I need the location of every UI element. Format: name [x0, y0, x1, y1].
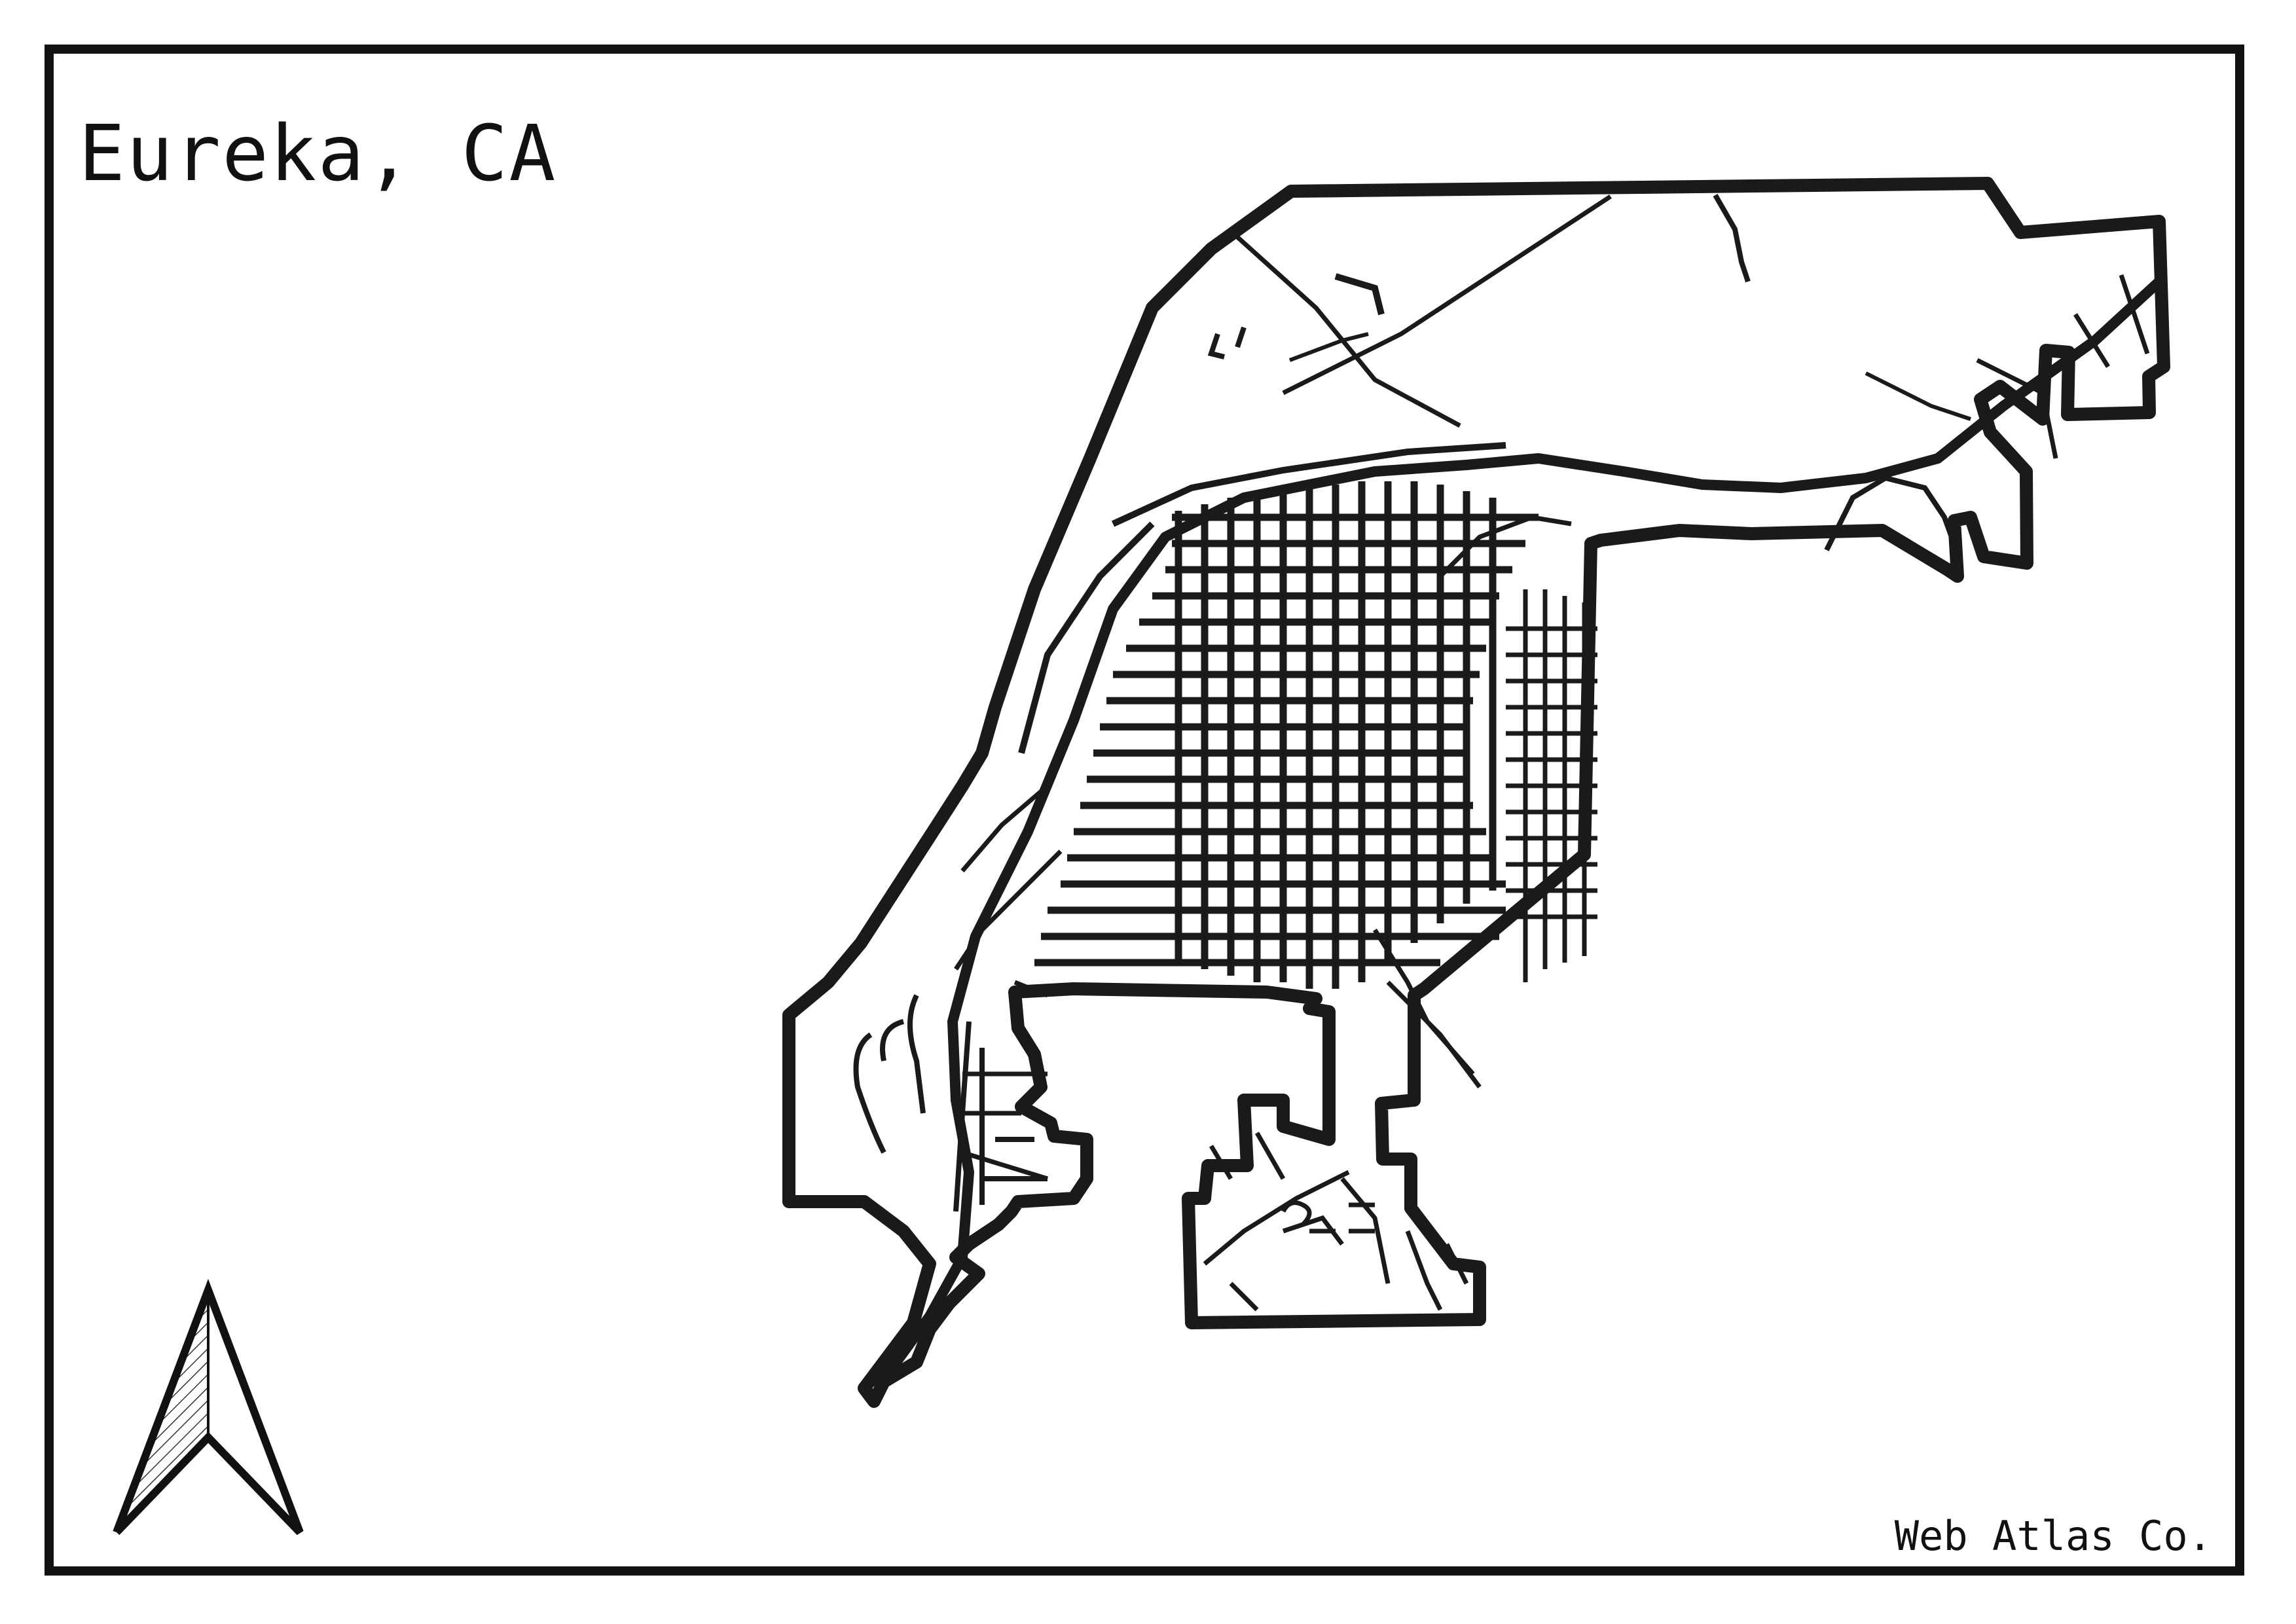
map-frame: [45, 45, 2244, 1576]
map-title: Eureka, CA: [79, 108, 557, 198]
street-grid: [1034, 481, 1539, 989]
map-credit: Web Atlas Co.: [1894, 1512, 2212, 1560]
north-arrow-icon: [113, 1279, 304, 1536]
city-boundary: [782, 177, 2170, 1408]
bay-shoreline: [873, 278, 2163, 1392]
